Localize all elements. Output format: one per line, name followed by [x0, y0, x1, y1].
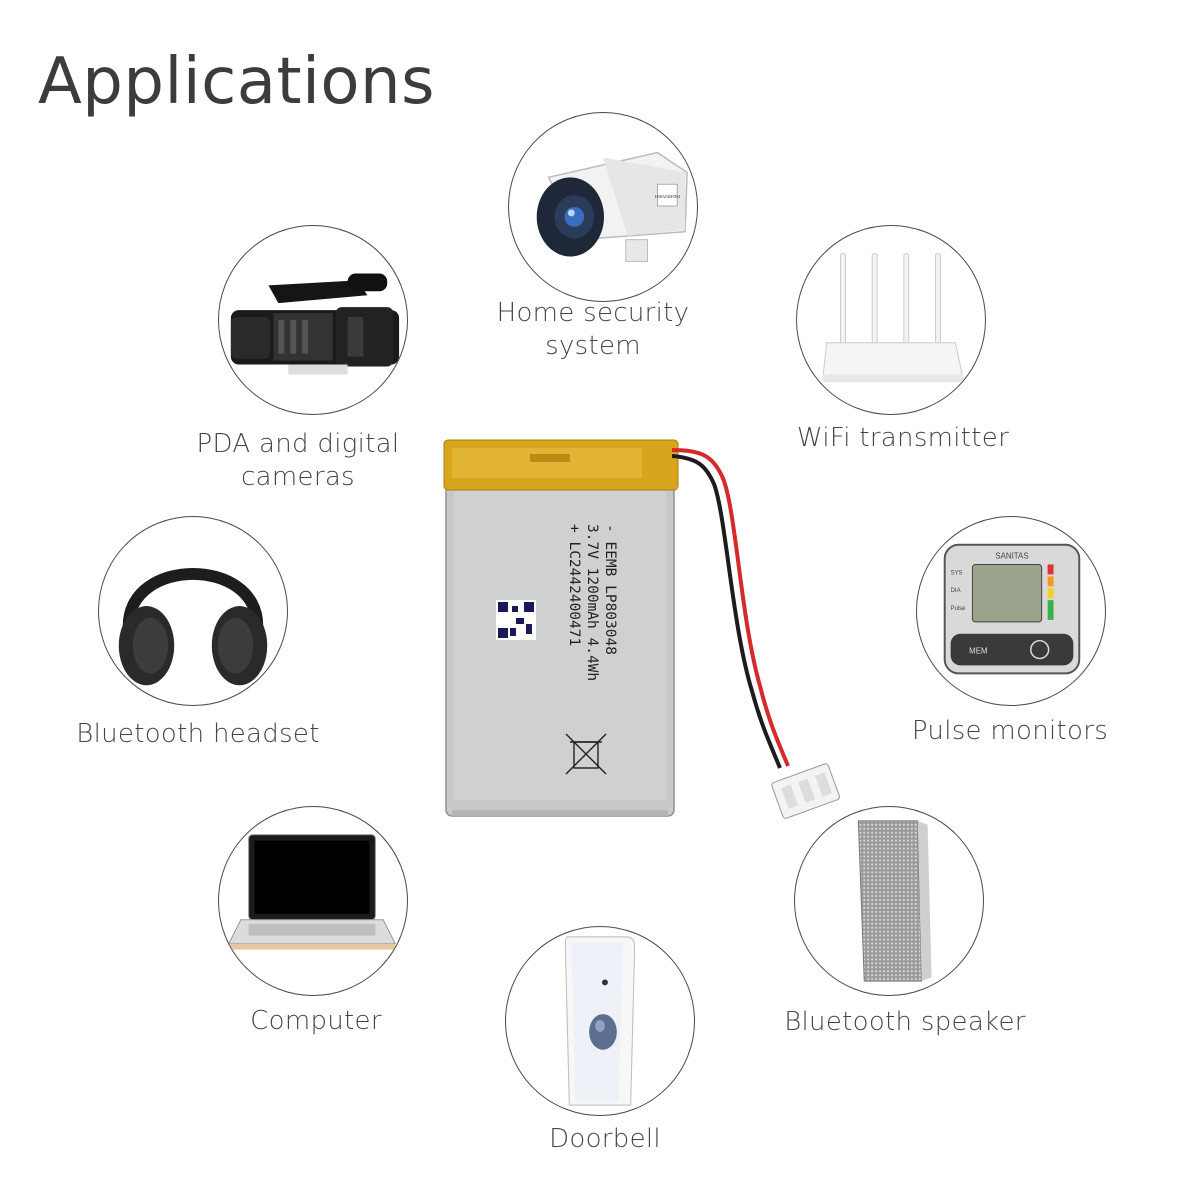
headset-circle — [98, 516, 288, 706]
doorbell-label: Doorbell — [455, 1123, 755, 1156]
camcorder-icon — [230, 273, 400, 375]
pda-cameras-label-line2: cameras — [241, 462, 355, 492]
pulse-label-line1: Pulse monitors — [911, 716, 1109, 746]
headphones-icon — [118, 568, 268, 686]
bin-disposal-icon — [565, 733, 607, 775]
security-camera-icon: HIKVISION — [536, 151, 688, 262]
speaker-circle — [794, 806, 984, 996]
pulse-label: Pulse monitors — [860, 715, 1160, 748]
wifi-label: WiFi transmitter — [753, 422, 1053, 455]
battery-spec-text: 3.7V 1200mAh 4.4Wh — [584, 524, 600, 681]
red-wire — [671, 448, 790, 767]
wifi-router-icon — [822, 253, 964, 383]
speaker-label-line1: Bluetooth speaker — [784, 1007, 1026, 1037]
blood-pressure-monitor-icon: SANITAS SYS DIA Pulse MEM — [943, 543, 1081, 675]
monitor-mem-text: MEM — [969, 647, 987, 656]
pda-cameras-label-line1: PDA and digital — [196, 429, 400, 459]
wifi-circle — [796, 225, 986, 415]
black-wire — [671, 454, 782, 769]
camera-plate-text: HIKVISION — [655, 194, 680, 200]
battery-code-text: + LC2442400471 — [566, 524, 582, 646]
laptop-icon — [228, 834, 396, 950]
monitor-pulse-text: Pulse — [951, 606, 967, 612]
jst-connector — [771, 763, 841, 819]
home-security-circle: HIKVISION — [508, 112, 698, 302]
battery-image: - EEMB LP803048 3.7V 1200mAh 4.4Wh + LC2… — [440, 436, 860, 826]
wifi-label-line1: WiFi transmitter — [796, 423, 1010, 453]
doorbell-label-line1: Doorbell — [549, 1124, 661, 1154]
headset-label-line1: Bluetooth headset — [76, 719, 320, 749]
computer-circle — [218, 806, 408, 996]
home-security-label-line1: Home security — [496, 298, 690, 328]
page-title: Applications — [38, 45, 435, 119]
home-security-label: Home security system — [443, 297, 743, 363]
monitor-brand-text: SANITAS — [995, 552, 1028, 561]
doorbell-icon — [564, 936, 636, 1106]
headset-label: Bluetooth headset — [48, 718, 348, 751]
speaker-icon — [857, 820, 932, 982]
pda-cameras-circle — [218, 225, 408, 415]
pda-cameras-label: PDA and digital cameras — [148, 428, 448, 494]
computer-label: Computer — [166, 1005, 466, 1038]
home-security-label-line2: system — [545, 331, 641, 361]
monitor-sys-text: SYS — [951, 570, 963, 576]
pulse-circle: SANITAS SYS DIA Pulse MEM — [916, 516, 1106, 706]
battery-brand-text: - EEMB LP803048 — [602, 524, 618, 655]
monitor-dia-text: DIA — [951, 588, 961, 594]
doorbell-circle — [505, 926, 695, 1116]
speaker-label: Bluetooth speaker — [755, 1006, 1055, 1039]
computer-label-line1: Computer — [250, 1006, 382, 1036]
battery-qr-code — [496, 600, 536, 640]
